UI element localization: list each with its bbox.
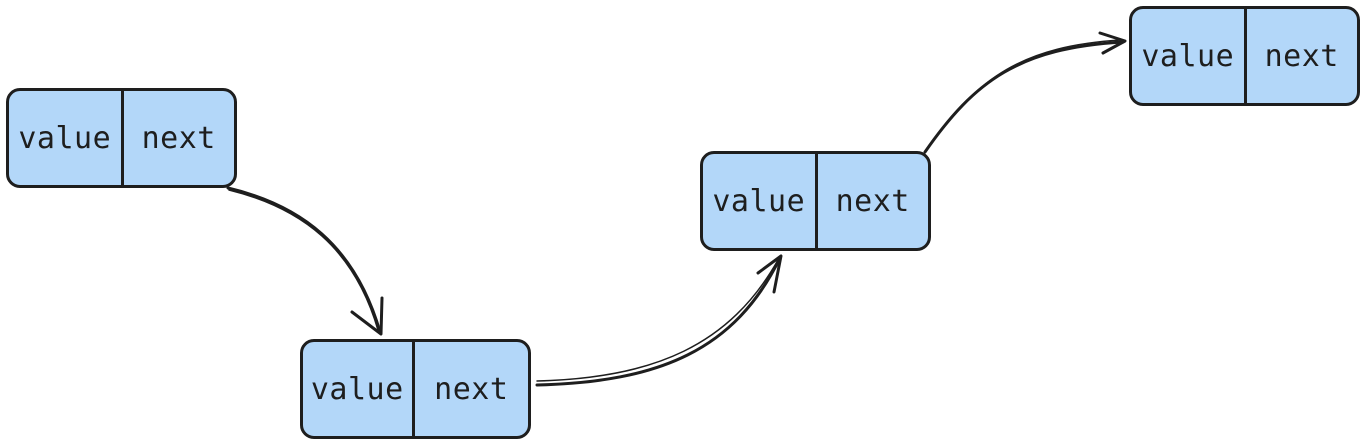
node-value-cell: value <box>9 91 124 185</box>
arrowhead-icon <box>350 296 384 336</box>
node-next-cell: next <box>835 183 910 219</box>
node-value-cell: value <box>703 154 818 248</box>
list-node-2: value next <box>300 339 531 439</box>
node-next-cell: next <box>1264 38 1339 74</box>
node-next-cell: next <box>141 120 216 156</box>
arrowhead-icon <box>1098 31 1127 55</box>
list-node-3: value next <box>700 151 931 251</box>
edge-node-2-to-node-3 <box>535 254 783 387</box>
node-value-cell: value <box>303 342 415 436</box>
list-node-4: value next <box>1129 6 1360 106</box>
edge-node-3-to-node-4 <box>923 31 1127 154</box>
edge-node-1-to-node-2 <box>226 186 384 336</box>
node-value-cell: value <box>1132 9 1247 103</box>
list-node-1: value next <box>6 88 237 188</box>
node-next-cell: next <box>434 371 509 407</box>
arrowhead-icon <box>756 254 783 294</box>
